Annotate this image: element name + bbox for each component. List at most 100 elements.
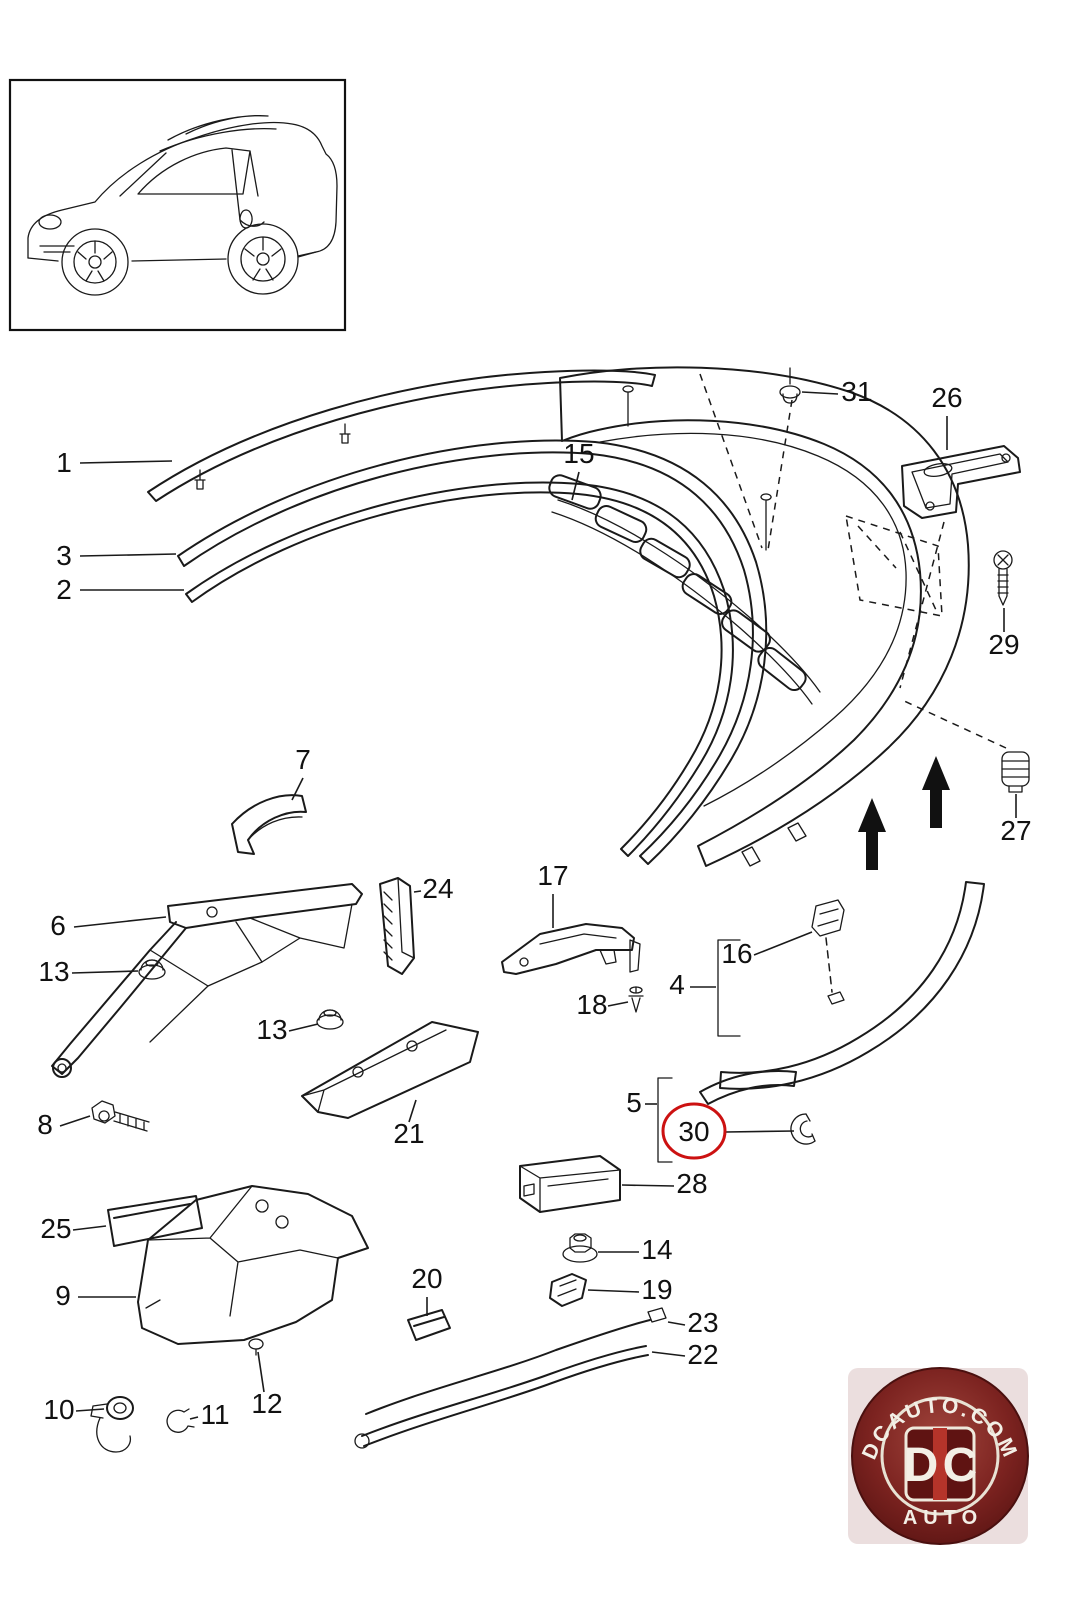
- callout-leader-21: [408, 1099, 417, 1123]
- callout-leader-13: [71, 970, 139, 974]
- seal-strip-4: [719, 881, 985, 1090]
- callout-leader-18: [607, 1001, 629, 1007]
- part-callout-20[interactable]: 20: [411, 1263, 442, 1294]
- frame-bracket-6: [51, 883, 363, 1078]
- callout-leader-16: [753, 931, 813, 956]
- callout-leader-19: [587, 1289, 640, 1293]
- part-callout-25[interactable]: 25: [40, 1213, 71, 1244]
- part-callout-10[interactable]: 10: [43, 1394, 74, 1425]
- callout-leader-15: [571, 471, 580, 501]
- rivet-18: [628, 986, 644, 1013]
- callout-leader-22: [651, 1351, 686, 1357]
- bolt-8: [91, 1100, 150, 1132]
- part-callout-15[interactable]: 15: [563, 438, 594, 469]
- group-brackets: [657, 939, 741, 1163]
- part-callout-8[interactable]: 8: [37, 1109, 53, 1140]
- logo-inner-ring: [880, 1396, 1000, 1516]
- part-callout-4[interactable]: 4: [669, 969, 685, 1000]
- part-callout-16[interactable]: 16: [721, 938, 752, 969]
- relay-28: [519, 1155, 621, 1213]
- liner-9: [137, 1185, 369, 1345]
- drawing-layer: [51, 366, 1030, 1453]
- screw-29: [993, 550, 1013, 606]
- flange-nut-14: [562, 1233, 598, 1263]
- seal-strip-2: [185, 481, 734, 857]
- seal-22: [354, 1345, 649, 1449]
- pivot-10: [90, 1396, 134, 1453]
- callout-leader-31: [801, 391, 839, 395]
- part-callout-21[interactable]: 21: [393, 1118, 424, 1149]
- dome-nut-13: [316, 1009, 344, 1030]
- part-callout-18[interactable]: 18: [576, 989, 607, 1020]
- latch-bracket-26: [901, 445, 1021, 519]
- part-callout-31[interactable]: 31: [841, 376, 872, 407]
- grommet-31: [779, 367, 801, 404]
- up-arrow: [858, 798, 886, 870]
- part-callout-19[interactable]: 19: [641, 1274, 672, 1305]
- part-callout-13[interactable]: 13: [256, 1014, 287, 1045]
- callout-leader-6: [73, 916, 167, 928]
- callout-leader-1: [79, 460, 173, 464]
- part-callout-17[interactable]: 17: [537, 860, 568, 891]
- callout-leader-10: [75, 1408, 105, 1412]
- pad-25: [107, 1195, 203, 1247]
- callout-leader-30: [725, 1130, 795, 1133]
- clip-30: [790, 1113, 816, 1145]
- dc-auto-logo: DCAUTO.COM D C AUTO: [848, 1367, 1029, 1545]
- callout-leader-25: [72, 1225, 107, 1231]
- up-arrow: [922, 756, 950, 828]
- part-callout-7[interactable]: 7: [295, 744, 311, 775]
- part-callout-2[interactable]: 2: [56, 574, 72, 605]
- pad-20: [407, 1309, 451, 1341]
- panel-21: [301, 1021, 479, 1119]
- part-callout-23[interactable]: 23: [687, 1307, 718, 1338]
- plug-12: [248, 1338, 264, 1356]
- part-callout-9[interactable]: 9: [55, 1280, 71, 1311]
- part-callout-24[interactable]: 24: [422, 873, 453, 904]
- part-callout-26[interactable]: 26: [931, 382, 962, 413]
- cable-23: [365, 1307, 667, 1415]
- callout-leader-24: [413, 890, 422, 893]
- clamp-19: [549, 1273, 587, 1307]
- part-callout-6[interactable]: 6: [50, 910, 66, 941]
- part-callout-27[interactable]: 27: [1000, 815, 1031, 846]
- logo-letter-d: D: [904, 1439, 939, 1492]
- part-callout-12[interactable]: 12: [251, 1388, 282, 1419]
- pad-strip-15: [548, 474, 821, 705]
- top-compartment-cover: [559, 366, 1007, 867]
- callout-leader-7: [291, 777, 304, 801]
- part-callout-11[interactable]: 11: [200, 1399, 229, 1430]
- circlip-11: [166, 1408, 195, 1433]
- part-callout-13[interactable]: 13: [38, 956, 69, 987]
- part-callout-29[interactable]: 29: [988, 629, 1019, 660]
- logo-letter-c: C: [943, 1439, 978, 1492]
- callout-leader-12: [257, 1351, 265, 1393]
- strip-studs: [194, 423, 351, 490]
- seal-strip-1: [147, 369, 656, 502]
- callout-leader-13: [288, 1023, 319, 1032]
- highlight-circle: [661, 1102, 727, 1160]
- part-callout-1[interactable]: 1: [56, 447, 72, 478]
- strip-7: [231, 794, 307, 855]
- serrated-strip-24: [379, 877, 415, 975]
- callout-leader-8: [59, 1115, 91, 1127]
- logo-stripe: [933, 1428, 947, 1500]
- callout-leader-11: [189, 1416, 199, 1420]
- part-callout-3[interactable]: 3: [56, 540, 72, 571]
- part-callout-28[interactable]: 28: [676, 1168, 707, 1199]
- seal-strip-3: [177, 439, 768, 865]
- part-callout-22[interactable]: 22: [687, 1339, 718, 1370]
- part-callout-14[interactable]: 14: [641, 1234, 672, 1265]
- seal-strip-5: [699, 1069, 797, 1105]
- callout-leader-3: [79, 553, 177, 557]
- car-sketch: [27, 114, 338, 296]
- part-callout-5[interactable]: 5: [626, 1087, 642, 1118]
- logo-name-text: AUTO: [903, 1507, 983, 1529]
- buffer-27: [1001, 751, 1030, 793]
- car-thumbnail: [8, 78, 347, 332]
- clip-16: [811, 899, 845, 1005]
- dome-nut-13: [138, 959, 166, 980]
- part-callout-30[interactable]: 30: [678, 1116, 709, 1147]
